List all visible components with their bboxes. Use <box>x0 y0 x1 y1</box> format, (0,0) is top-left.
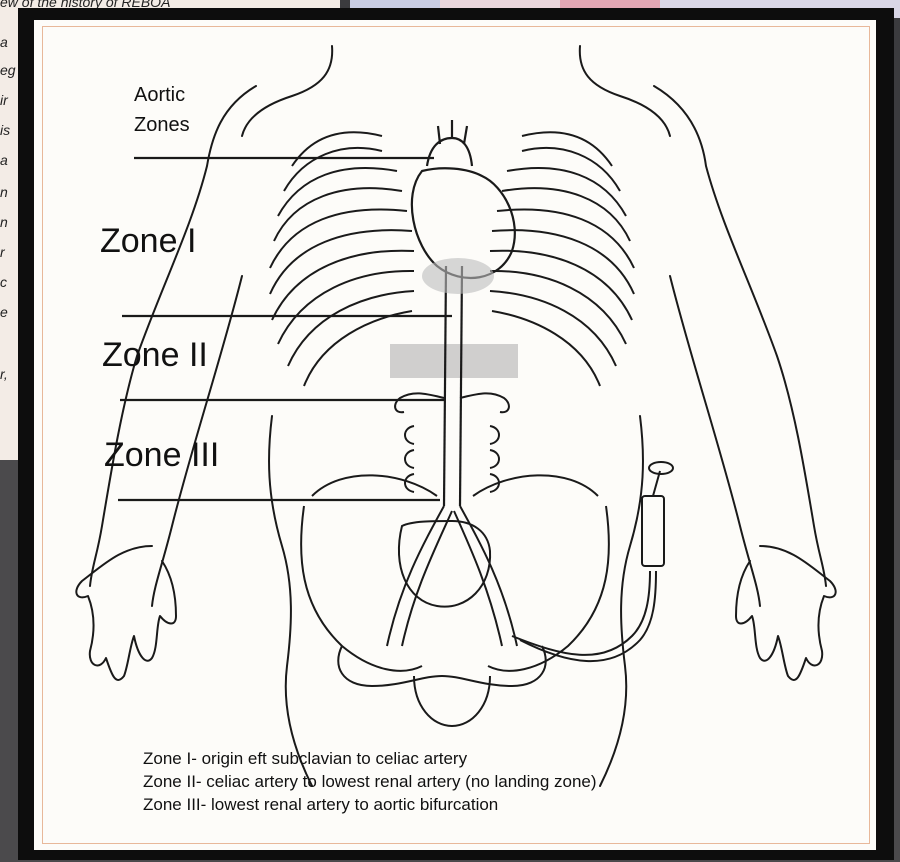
shaded-region <box>390 344 518 378</box>
catheter-line-2 <box>520 571 656 661</box>
background-text-fragment: ir <box>0 92 8 108</box>
zone-3-label: Zone III <box>104 436 219 475</box>
celiac-branch-right <box>460 393 509 412</box>
syringe-thumb-rest <box>649 462 673 474</box>
catheter-line <box>512 571 650 655</box>
caption-zone-2: Zone II- celiac artery to lowest renal a… <box>143 770 597 793</box>
background-text-fragment: a <box>0 34 8 50</box>
iliac-right-outer <box>460 506 517 646</box>
waist-right <box>600 416 643 786</box>
body-outline-right <box>654 86 826 586</box>
iliac-left-outer <box>387 506 444 646</box>
background-text-fragment: r <box>0 244 5 260</box>
syringe-barrel <box>642 496 664 566</box>
aortic-zones-title: Aortic Zones <box>134 80 190 140</box>
background-text-fragment: c <box>0 274 7 290</box>
neck-right <box>580 46 670 136</box>
background-text-fragment: eg <box>0 62 16 78</box>
inner-arm-right <box>670 276 760 606</box>
background-text-fragment: n <box>0 184 8 200</box>
aortic-zones-illustration <box>42 26 870 844</box>
zone-2-label: Zone II <box>102 336 208 375</box>
aortic-zones-title-line2: Zones <box>134 110 190 140</box>
arch-branch-3 <box>464 126 467 144</box>
figure-caption: Zone I- origin eft subclavian to celiac … <box>143 747 597 816</box>
background-text-fragment: n <box>0 214 8 230</box>
heart-shade <box>422 258 494 294</box>
iliac-left-inner <box>402 511 452 646</box>
caption-zone-3: Zone III- lowest renal artery to aortic … <box>143 793 597 816</box>
background-text-fragment: is <box>0 122 10 138</box>
neck-left <box>242 46 332 136</box>
iliac-right-inner <box>454 511 502 646</box>
celiac-branch-left <box>395 393 444 412</box>
zone-1-label: Zone I <box>100 222 196 261</box>
background-text-fragment: e <box>0 304 8 320</box>
background-text-fragment: r, <box>0 366 8 382</box>
caption-zone-1: Zone I- origin eft subclavian to celiac … <box>143 747 597 770</box>
spine <box>405 426 499 492</box>
waist-left <box>269 416 312 786</box>
background-text-fragment: a <box>0 152 8 168</box>
descending-aorta-right <box>460 266 462 506</box>
descending-aorta-left <box>444 266 446 506</box>
aortic-zones-title-line1: Aortic <box>134 80 190 110</box>
